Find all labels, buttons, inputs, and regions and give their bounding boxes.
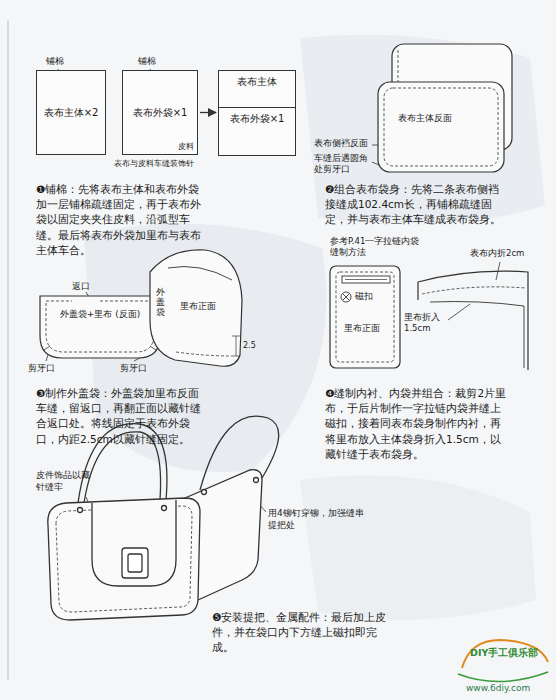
fabric-piece: 表布主体表布外袋×1 bbox=[218, 70, 296, 155]
flap-sketch bbox=[46, 301, 154, 352]
lining-sketch bbox=[342, 276, 390, 283]
handbag-sketch bbox=[128, 554, 142, 572]
part-label: 铺棉 bbox=[46, 55, 64, 68]
step-text: ❹缝制内衬、内袋并组合：裁剪2片里布，于后片制作一字拉链内袋并缝上磁扣，接着同表… bbox=[325, 386, 507, 462]
handbag-sketch bbox=[92, 500, 176, 586]
step-text: ❶铺棉：先将表布主体和表布外袋加一层铺棉疏缝固定，再于表布外袋以固定夹夹住皮料，… bbox=[36, 182, 208, 258]
piece-label: 表布外袋×1 bbox=[230, 112, 285, 125]
inner-fabric-piece: 表布外袋×1 bbox=[218, 107, 296, 156]
lining-sketch bbox=[345, 279, 387, 280]
piece-label: 表布外袋×1 bbox=[133, 106, 188, 119]
watermark-logo bbox=[458, 672, 548, 682]
flap-sketch bbox=[168, 267, 232, 281]
step-text: ❺安装提把、金属配件：最后加上皮件，并在袋口内下方缝上磁扣即完成。 bbox=[212, 610, 390, 656]
part-label: 外盖袋 bbox=[156, 288, 165, 318]
watermark-logo bbox=[458, 640, 548, 682]
caption-note: 表布与皮料车缝装饰针 bbox=[114, 158, 194, 169]
reference-note: 参考P.41一字拉链内袋缝制方法 bbox=[330, 236, 426, 258]
flap-sketch bbox=[40, 296, 160, 358]
lining-sketch bbox=[343, 294, 349, 300]
flap-sketch bbox=[150, 250, 242, 366]
step-text: ❷组合表布袋身：先将二条表布侧裆接缝成102.4cm长，再铺棉疏缝固定，并与表布… bbox=[325, 182, 507, 228]
part-label: 剪牙口 bbox=[120, 362, 147, 375]
faint-background bbox=[300, 475, 536, 619]
handbag-sketch bbox=[162, 506, 167, 511]
handbag-sketch bbox=[122, 548, 148, 578]
lining-sketch bbox=[430, 302, 524, 369]
process-arrow bbox=[200, 112, 216, 113]
leader-line bbox=[448, 304, 470, 320]
lining-sketch bbox=[330, 266, 528, 370]
lining-sketch bbox=[341, 292, 351, 302]
lining-sketch bbox=[330, 266, 400, 368]
flap-sketch bbox=[44, 346, 156, 350]
flap-sketch bbox=[40, 250, 242, 366]
fabric-piece: 表布外袋×1 皮料 bbox=[122, 70, 198, 155]
part-label: 表布内折2cm bbox=[470, 248, 524, 260]
handbag-sketch bbox=[202, 490, 207, 495]
part-label: 表布侧裆反面 bbox=[314, 137, 372, 150]
handbag-sketch bbox=[48, 416, 279, 620]
bag-body-sketch bbox=[378, 44, 512, 172]
bag-body-sketch bbox=[378, 82, 504, 172]
part-label: 剪牙口 bbox=[28, 362, 55, 375]
piece-label: 表布主体 bbox=[237, 75, 277, 88]
lining-sketch bbox=[336, 272, 394, 362]
part-label: 表布主体反面 bbox=[398, 112, 452, 125]
lining-sketch bbox=[422, 287, 526, 294]
part-label: 皮件饰品以藏针缝牢 bbox=[36, 470, 92, 493]
part-label: 磁扣 bbox=[355, 290, 373, 303]
part-label: 里布正面 bbox=[344, 322, 380, 335]
bag-body-sketch bbox=[384, 88, 498, 166]
watermark: DIY手工俱乐部 bbox=[470, 646, 538, 659]
handbag-sketch bbox=[254, 478, 259, 483]
watermark-logo bbox=[462, 640, 548, 668]
dimension: 2.5 bbox=[243, 340, 256, 351]
piece-label: 皮料 bbox=[178, 142, 194, 152]
flap-sketch bbox=[232, 336, 240, 356]
part-label: 返口 bbox=[72, 280, 90, 293]
lining-sketch bbox=[417, 282, 418, 300]
handbag-sketch bbox=[78, 508, 83, 513]
faint-background bbox=[7, 20, 9, 680]
bag-body-sketch bbox=[398, 50, 399, 82]
watermark: www.6diy.com bbox=[466, 682, 530, 695]
fabric-piece: 表布主体×2 bbox=[36, 70, 106, 155]
piece-label: 表布主体×2 bbox=[44, 106, 99, 119]
part-label: 车缝后遇圆角处剪牙口 bbox=[314, 153, 372, 176]
part-label: 用4铆钉穿铆，加强缝串提把处 bbox=[268, 508, 364, 531]
flap-sketch bbox=[176, 352, 232, 356]
step-text: ❸制作外盖袋：外盖袋加里布反面车缝，留返口，再翻正面以藏针缝合返口处。将线固定于… bbox=[36, 386, 208, 447]
handbag-sketch bbox=[48, 498, 200, 620]
part-label: 外盖袋+里布 (反面) bbox=[55, 309, 145, 321]
part-label: 铺棉 bbox=[138, 55, 156, 68]
part-label: 里布正面 bbox=[180, 300, 216, 313]
part-label: 里布折入 1.5cm bbox=[404, 312, 448, 334]
